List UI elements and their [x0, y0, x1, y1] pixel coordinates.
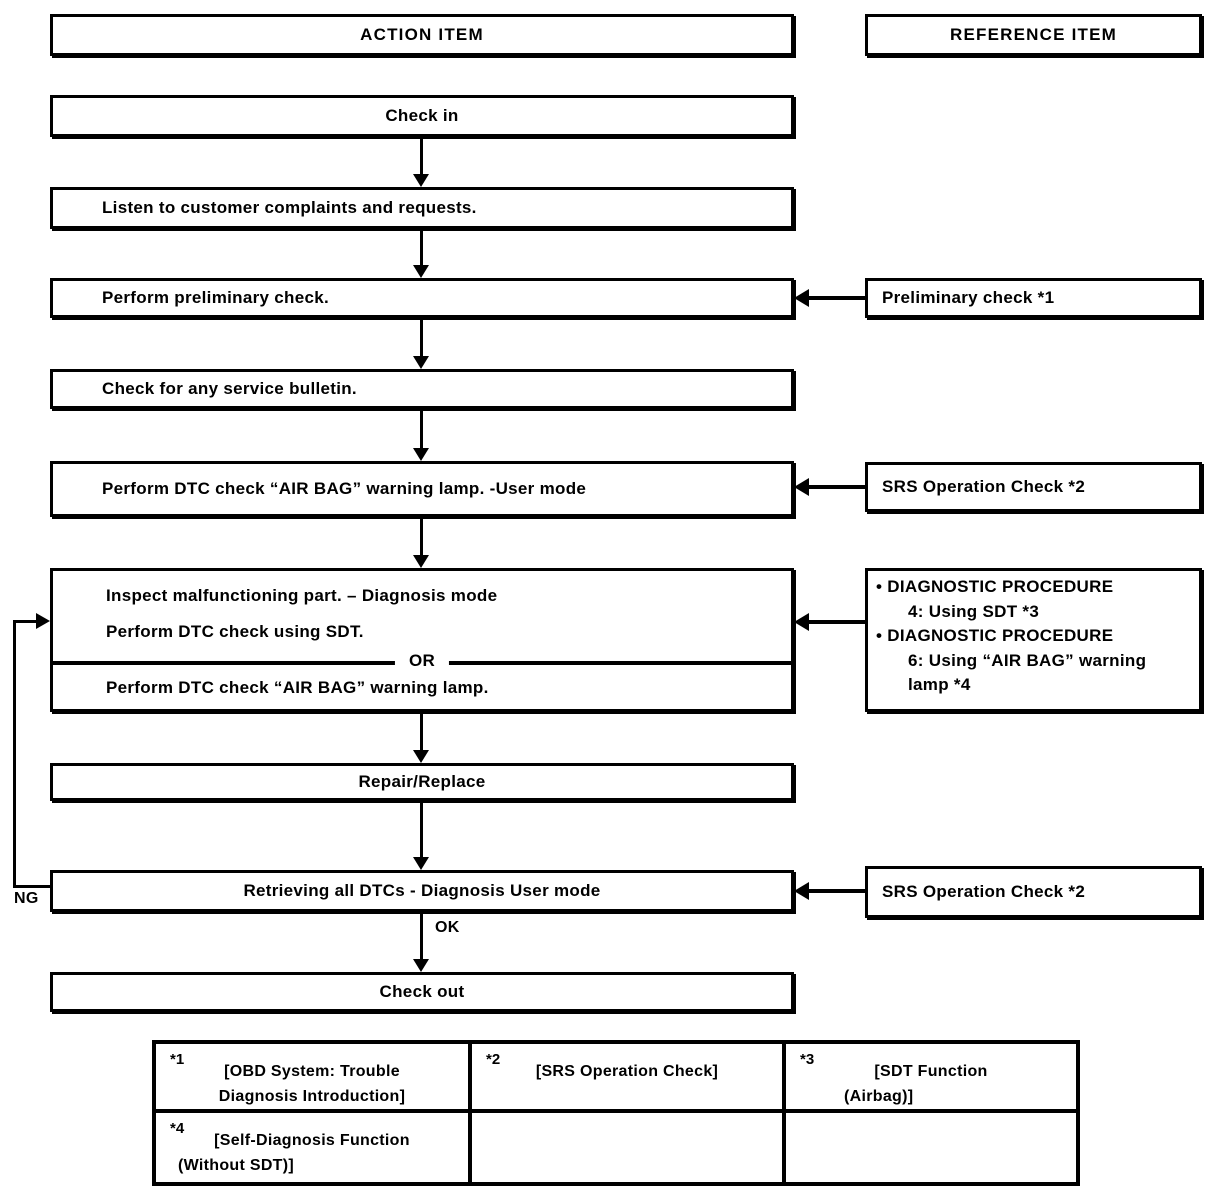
- footnote-marker-2: *2: [486, 1051, 501, 1068]
- diagnostic-item-2-line-1: • DIAGNOSTIC PROCEDURE: [876, 626, 1114, 645]
- diagnostic-procedure-list: • DIAGNOSTIC PROCEDURE 4: Using SDT *3 •…: [868, 571, 1199, 698]
- reference-item-header: REFERENCE ITEM: [865, 14, 1202, 56]
- connector-line-1: [420, 137, 423, 174]
- arrow-left-icon: [794, 289, 809, 307]
- footnote-row-2: *4 [Self-Diagnosis Function (Without SDT…: [152, 1109, 1080, 1186]
- ok-label: OK: [435, 919, 460, 936]
- footnote-cell-4: *4 [Self-Diagnosis Function (Without SDT…: [152, 1109, 472, 1186]
- arrow-down-icon: [413, 959, 429, 972]
- connector-line-3: [420, 318, 423, 356]
- footnote-cell-3: *3 [SDT Function (Airbag)]: [782, 1040, 1080, 1113]
- footnote-cell-empty-2: [782, 1109, 1080, 1186]
- ref-srs-operation-check-2: SRS Operation Check *2: [865, 866, 1202, 918]
- step-check-in: Check in: [50, 95, 794, 137]
- ref-arrow-line-3: [808, 620, 865, 624]
- diagnostic-item-2-line-3: lamp *4: [908, 675, 971, 694]
- dtc-check-sdt-text: Perform DTC check using SDT.: [106, 622, 364, 641]
- arrow-left-icon: [794, 613, 809, 631]
- footnote-1-line-2: Diagnosis Introduction]: [218, 1088, 406, 1105]
- footnote-cell-empty-1: [468, 1109, 786, 1186]
- arrow-down-icon: [413, 555, 429, 568]
- ref-diagnostic-procedures: • DIAGNOSTIC PROCEDURE 4: Using SDT *3 •…: [865, 568, 1202, 712]
- arrow-down-icon: [413, 174, 429, 187]
- footnote-table: *1 [OBD System: Trouble Diagnosis Introd…: [152, 1040, 1080, 1186]
- action-item-header: ACTION ITEM: [50, 14, 794, 56]
- footnote-3-line-2: (Airbag)]: [844, 1088, 914, 1105]
- footnote-1-line-1: [OBD System: Trouble: [224, 1063, 400, 1080]
- connector-line-5: [420, 517, 423, 555]
- diagnostic-item-1-line-1: • DIAGNOSTIC PROCEDURE: [876, 577, 1114, 596]
- footnote-text-4: [Self-Diagnosis Function (Without SDT)]: [156, 1128, 468, 1178]
- connector-line-6: [420, 712, 423, 750]
- step-repair-replace: Repair/Replace: [50, 763, 794, 801]
- arrow-right-icon: [36, 613, 50, 629]
- footnote-text-2: [SRS Operation Check]: [472, 1059, 782, 1084]
- connector-line-4: [420, 409, 423, 448]
- ref-srs-operation-check-1: SRS Operation Check *2: [865, 462, 1202, 512]
- arrow-down-icon: [413, 750, 429, 763]
- footnote-cell-1: *1 [OBD System: Trouble Diagnosis Introd…: [152, 1040, 472, 1113]
- footnote-row-1: *1 [OBD System: Trouble Diagnosis Introd…: [152, 1040, 1080, 1113]
- step-preliminary-check: Perform preliminary check.: [50, 278, 794, 318]
- footnote-marker-4: *4: [170, 1120, 185, 1137]
- ref-preliminary-check: Preliminary check *1: [865, 278, 1202, 318]
- ng-loop-vertical-line: [13, 620, 16, 888]
- ref-arrow-line-4: [808, 889, 865, 893]
- footnote-marker-1: *1: [170, 1051, 185, 1068]
- footnote-text-1: [OBD System: Trouble Diagnosis Introduct…: [156, 1059, 468, 1109]
- footnote-2-line-1: [SRS Operation Check]: [535, 1063, 719, 1080]
- step-service-bulletin: Check for any service bulletin.: [50, 369, 794, 409]
- ref-arrow-line-2: [808, 485, 865, 489]
- step-dtc-check-user-mode: Perform DTC check “AIR BAG” warning lamp…: [50, 461, 794, 517]
- arrow-left-icon: [794, 882, 809, 900]
- footnote-cell-2: *2 [SRS Operation Check]: [468, 1040, 786, 1113]
- connector-line-2: [420, 229, 423, 266]
- footnote-4-line-1: [Self-Diagnosis Function: [214, 1132, 410, 1149]
- connector-line-7: [420, 801, 423, 857]
- ref-arrow-line-1: [808, 296, 865, 300]
- ng-label: NG: [14, 890, 39, 907]
- ng-loop-bottom-line: [13, 885, 50, 888]
- diagnostic-item-1-line-2: 4: Using SDT *3: [908, 601, 1040, 621]
- arrow-down-icon: [413, 356, 429, 369]
- footnote-3-line-1: [SDT Function: [874, 1063, 988, 1080]
- ng-loop-top-line: [13, 620, 37, 623]
- connector-line-8: [420, 912, 423, 959]
- dtc-check-lamp-text: Perform DTC check “AIR BAG” warning lamp…: [106, 678, 489, 697]
- step-inspect-or-dtc-check: Inspect malfunctioning part. – Diagnosis…: [50, 568, 794, 712]
- footnote-text-3: [SDT Function (Airbag)]: [786, 1059, 1076, 1109]
- step-check-out: Check out: [50, 972, 794, 1012]
- step-retrieve-dtcs: Retrieving all DTCs - Diagnosis User mod…: [50, 870, 794, 912]
- step-listen-customer: Listen to customer complaints and reques…: [50, 187, 794, 229]
- diagnostic-item-2-line-2: 6: Using “AIR BAG” warning: [908, 650, 1147, 670]
- arrow-down-icon: [413, 448, 429, 461]
- arrow-down-icon: [413, 857, 429, 870]
- arrow-down-icon: [413, 265, 429, 278]
- footnote-4-line-2: (Without SDT)]: [178, 1157, 295, 1174]
- or-label: OR: [394, 649, 450, 673]
- inspect-malfunction-text: Inspect malfunctioning part. – Diagnosis…: [106, 586, 498, 605]
- arrow-left-icon: [794, 478, 809, 496]
- footnote-marker-3: *3: [800, 1051, 815, 1068]
